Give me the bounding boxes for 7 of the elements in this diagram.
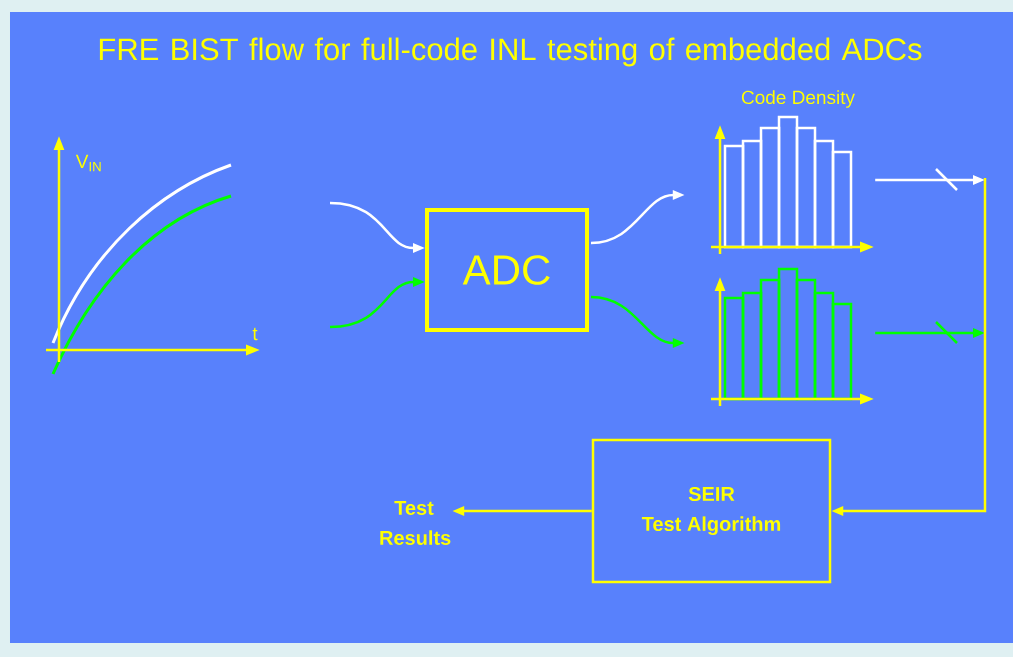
axis-label: V$_{IN}$ [75,154,101,172]
process-box: ADC [425,208,589,332]
chart-caption: Code Density [741,90,855,108]
axis-label: t [252,327,258,341]
process-box: SEIR Test Algorithm [591,438,832,584]
output-label: Test Results [380,501,451,545]
title: FRE BIST flow for full-code INL testing of embedded ADCs [99,37,922,67]
